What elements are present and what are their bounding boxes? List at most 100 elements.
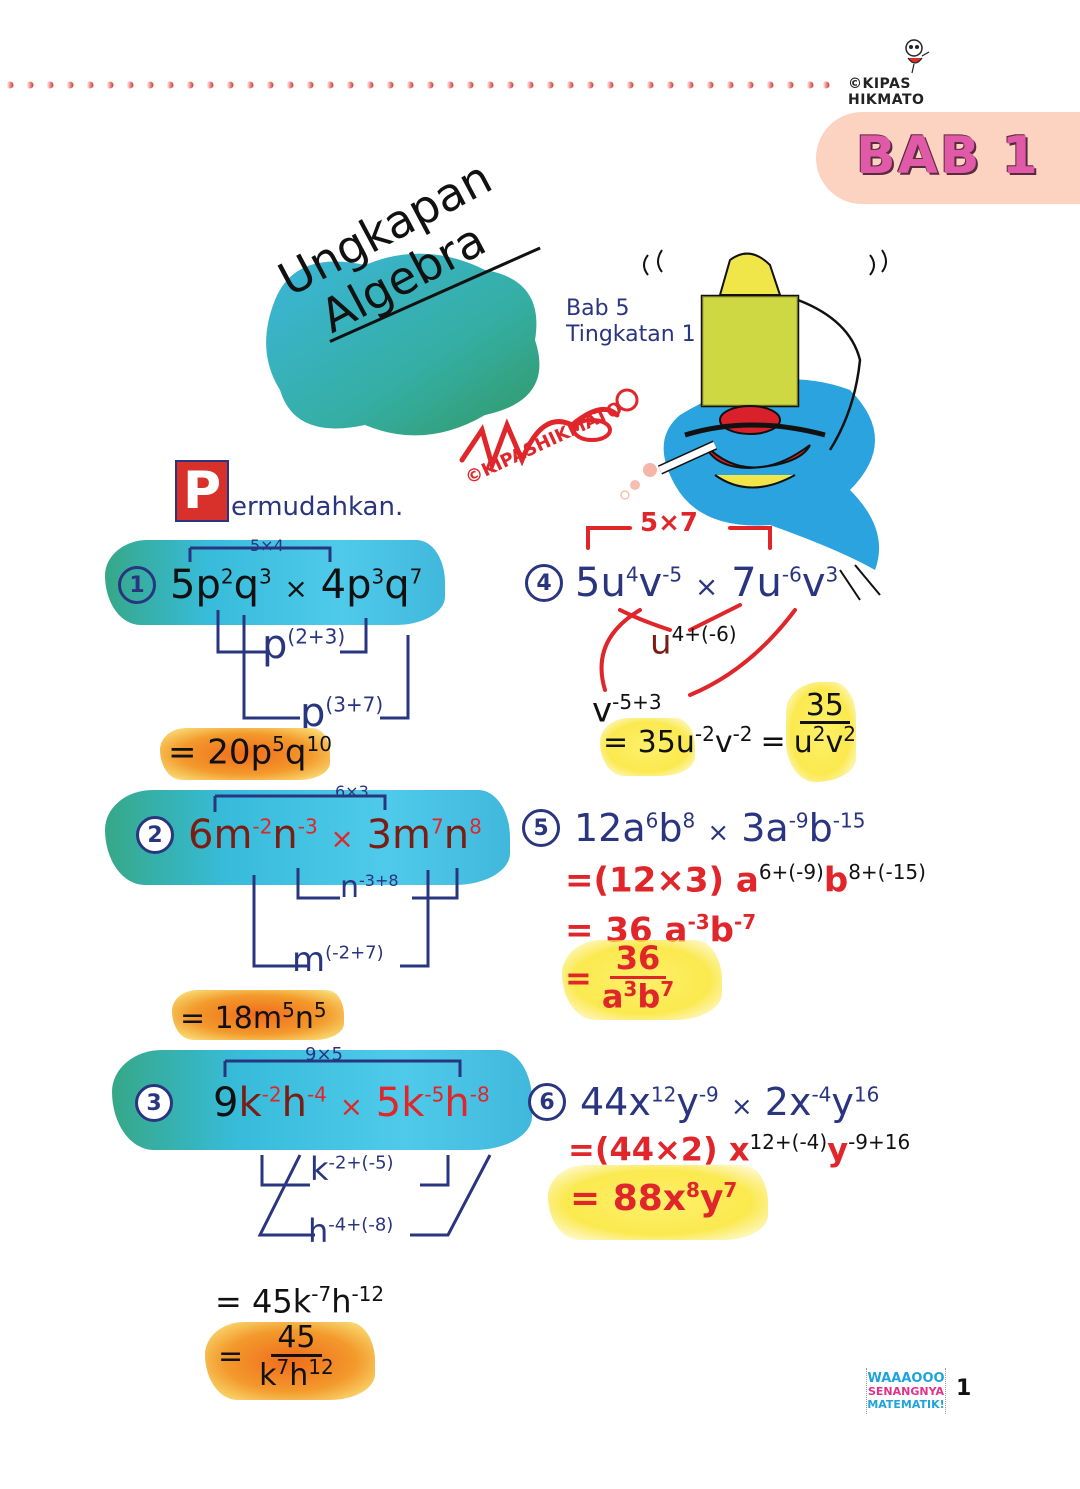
q5-e2: 8	[682, 808, 696, 833]
q5-e1: 6	[645, 808, 659, 833]
q6-row: 6 44x12y-9 × 2x-4y16	[528, 1080, 879, 1124]
q2-step1-base: n	[340, 870, 360, 905]
q5-answer-eq: =	[565, 958, 592, 997]
logo-line-1: WAAAOOO	[867, 1371, 945, 1386]
q6-c2: 2	[764, 1080, 789, 1124]
q5-answer-fraction: 36 a3b7	[601, 941, 674, 1016]
question-number-4: 4	[525, 564, 563, 602]
reference-chapter: Bab 5	[566, 296, 630, 321]
q6-v2: y	[676, 1080, 699, 1124]
q2-expression: 6m-2n-3 × 3m7n8	[188, 812, 482, 858]
q3-operator: ×	[339, 1090, 364, 1123]
q2-answer-blob	[172, 990, 344, 1040]
title-watercolor-blob	[266, 253, 540, 436]
q2-v3: m	[392, 812, 432, 858]
q3-c2: 5	[375, 1080, 402, 1126]
q4-step-1: u4+(-6)	[650, 622, 737, 662]
heading-drop-cap: P	[175, 460, 229, 522]
q3-answer-denominator: k7h12	[259, 1354, 334, 1392]
q4-step1-exp: 4+(-6)	[671, 622, 737, 646]
q2-e4: 8	[469, 814, 482, 839]
heading-text: ermudahkan.	[231, 492, 404, 522]
q2-v4: n	[443, 812, 470, 858]
q3-expression: 9k-2h-4 × 5k-5h-8	[213, 1080, 490, 1126]
series-logo: WAAAOOO SENANGNYA MATEMATIK!	[866, 1368, 946, 1414]
q4-step-e1: -2	[694, 722, 715, 746]
q2-answer-v2: n	[294, 1001, 314, 1036]
q2-arrows	[213, 794, 459, 968]
q1-e1: 2	[220, 564, 234, 589]
q4-den-v2: v	[825, 725, 844, 760]
q1-step1-exp: (2+3)	[287, 624, 346, 649]
q3-c1: 9	[213, 1080, 239, 1126]
q5-den-v2: b	[637, 977, 661, 1016]
q6-operator: ×	[730, 1092, 753, 1122]
q5-line2-v2: b	[709, 910, 734, 951]
q5-e3: -9	[788, 808, 809, 833]
question-number-1: 1	[118, 566, 156, 604]
q3-step-e1: -7	[311, 1282, 332, 1306]
q5-expression: 12a6b8 × 3a-9b-15	[574, 806, 865, 850]
q1-answer-blob	[160, 728, 330, 780]
q2-step2-base: m	[292, 940, 326, 980]
q5-working-line-1: =(12×3) a6+(-9)b8+(-15)	[565, 860, 926, 900]
q3-answer-step: = 45k-7h-12	[215, 1282, 384, 1321]
q2-step-2: m(-2+7)	[292, 940, 384, 980]
q1-answer-e2: 10	[306, 732, 332, 756]
logo-line-3: MATEMATIK!	[867, 1398, 945, 1411]
q5-answer-denominator: a3b7	[601, 977, 674, 1016]
q3-answer-blob	[205, 1322, 375, 1400]
q5-v2: b	[658, 806, 683, 850]
q2-answer-e1: 5	[282, 998, 295, 1022]
q1-e4: 7	[409, 564, 423, 589]
q6-e3: -4	[811, 1082, 832, 1107]
q3-den-e2: 12	[308, 1354, 334, 1379]
question-number-2: 2	[136, 816, 174, 854]
q6-working-line-1: =(44×2) x12+(-4)y-9+16	[568, 1130, 910, 1169]
q3-step-e2: -12	[351, 1282, 385, 1306]
mascot-icon	[905, 39, 930, 74]
q1-row: 1 5p2q3 × 4p3q7	[118, 562, 422, 608]
question-number-6: 6	[528, 1083, 566, 1121]
q5-den-v1: a	[601, 977, 624, 1016]
q6-answer-coef: = 88	[570, 1178, 663, 1219]
q6-answer-v2: y	[699, 1178, 724, 1219]
signature-scribble-icon	[459, 388, 639, 473]
q6-e1: 12	[650, 1082, 677, 1107]
q3-step1-base: k	[310, 1150, 329, 1188]
q2-step-1: n-3+8	[340, 870, 399, 905]
q3-row: 3 9k-2h-4 × 5k-5h-8	[135, 1080, 490, 1126]
q6-expression: 44x12y-9 × 2x-4y16	[580, 1080, 879, 1124]
q3-v3: k	[401, 1080, 425, 1126]
q3-den-e1: 7	[276, 1354, 290, 1379]
q5-line1-coef: =(12×3)	[565, 860, 725, 901]
q6-line1-e2: -9+16	[848, 1130, 911, 1154]
q1-answer: = 20p5q10	[168, 732, 332, 772]
q3-e2: -4	[306, 1082, 327, 1107]
q3-v4: h	[444, 1080, 470, 1126]
q6-line1-v2: y	[827, 1130, 849, 1169]
q4-step2-exp: -5+3	[612, 690, 662, 714]
q4-row: 4 5u4v-5 × 7u-6v3	[525, 560, 838, 606]
dotted-divider	[6, 81, 830, 89]
q5-line1-e1: 6+(-9)	[758, 860, 824, 884]
q5-operator: ×	[707, 818, 730, 848]
q2-c1: 6	[188, 812, 214, 858]
q1-v4: q	[384, 562, 410, 608]
q3-answer: = 45 k7h12	[218, 1322, 334, 1391]
q3-v2: h	[281, 1080, 307, 1126]
q3-step-coef: = 45	[215, 1282, 293, 1321]
q2-step2-exp: (-2+7)	[325, 942, 384, 964]
q2-step1-exp: -3+8	[359, 871, 399, 890]
q5-answer-numerator: 36	[609, 941, 667, 979]
q2-answer-coef: = 18	[180, 1001, 253, 1036]
q5-v3: a	[765, 806, 789, 850]
q5-row: 5 12a6b8 × 3a-9b-15	[522, 806, 865, 850]
author-signature: ©KIPASHIKMATO	[452, 370, 652, 510]
q4-c2: 7	[731, 560, 757, 606]
q6-answer-v1: x	[662, 1178, 687, 1219]
q4-answer-denominator: u2v2	[794, 724, 856, 759]
q4-step-blob	[600, 718, 695, 776]
q4-equals: =	[760, 723, 786, 759]
